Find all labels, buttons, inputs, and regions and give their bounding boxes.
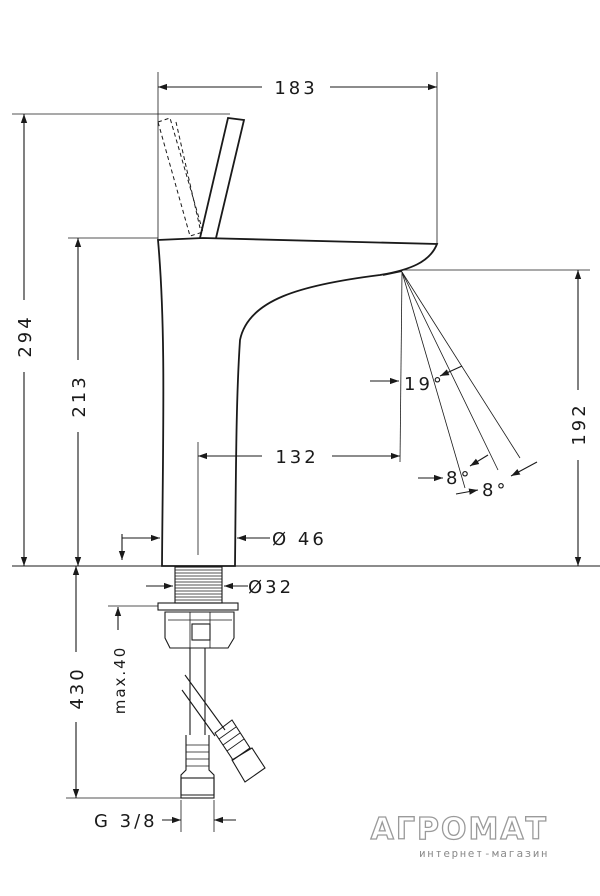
max-thickness-label: max.40	[111, 646, 129, 715]
jet-spread-2-label: 8°	[482, 480, 508, 501]
jet-angle-label: 19°	[404, 374, 445, 395]
shank-diameter-label: Ø32	[248, 577, 294, 598]
watermark-subtitle: интернет-магазин	[419, 847, 549, 860]
dim-mounting-depth: 430	[66, 566, 181, 799]
dim-projection: 132	[197, 442, 400, 555]
dim-shank-diameter: Ø32	[146, 577, 294, 598]
body-diameter-label: Ø 46	[272, 529, 327, 550]
watermark-logo: АГРОМАТ интернет-магазин	[370, 811, 549, 860]
dim-connection: G 3/8	[94, 800, 236, 832]
watermark-title: АГРОМАТ	[371, 812, 548, 847]
mounting-depth-label: 430	[67, 666, 88, 709]
dim-body-diameter: Ø 46	[118, 529, 327, 560]
dim-overall-height: 294	[12, 113, 230, 566]
angle-spread-1: 8°	[418, 454, 489, 489]
overall-height-label: 294	[15, 314, 36, 357]
jet-spread-1-label: 8°	[446, 468, 472, 489]
projection-label: 132	[275, 447, 318, 468]
dim-spout-height: 213	[68, 237, 158, 566]
spout-height-label: 213	[69, 374, 90, 417]
faucet-body	[157, 117, 439, 567]
mounting-assembly	[157, 566, 266, 799]
angle-spread-2: 8°	[455, 461, 538, 501]
overall-width-label: 183	[274, 78, 317, 99]
angle-jet: 19°	[370, 365, 463, 395]
dim-max-thickness: max.40	[108, 605, 158, 715]
outlet-height-label: 192	[569, 402, 590, 445]
dim-overall-width: 183	[157, 72, 438, 244]
connection-label: G 3/8	[94, 811, 158, 832]
dim-outlet-height: 192	[402, 269, 590, 566]
